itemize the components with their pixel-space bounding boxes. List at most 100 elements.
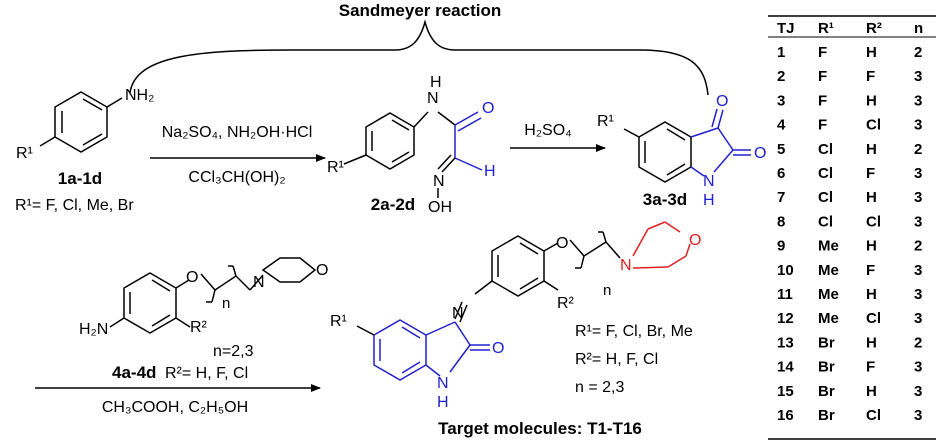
target-r1-list: R¹= F, Cl, Br, Me [575, 323, 693, 340]
table-cell-n: 3 [914, 92, 922, 109]
table-cell-r2: Cl [866, 117, 881, 134]
table-header-r2: R² [866, 20, 882, 37]
compound-1-r1: R¹ [16, 145, 33, 162]
table-cell-n: 3 [914, 213, 922, 230]
compound-3-structure [623, 108, 751, 183]
table-cell-r1: Cl [818, 141, 833, 158]
compound-4-label: 4a-4d [112, 363, 156, 382]
compound-4-ether-o: O [186, 269, 198, 286]
table-cell-r1: Cl [818, 213, 833, 230]
target-ether-o: O [556, 235, 568, 252]
table-cell-r2: H [866, 92, 877, 109]
compound-2-r1: R¹ [327, 159, 344, 176]
table-cell-r2: F [866, 262, 875, 279]
compound-4-morpholine-o: O [316, 262, 328, 279]
target-r2: R² [557, 295, 575, 312]
compound-2-oxime-n: N [433, 173, 445, 190]
table-cell-r2: H [866, 286, 877, 303]
table-cell-n: 3 [914, 189, 922, 206]
compound-2-structure [343, 111, 483, 198]
table-cell-r1: Br [818, 359, 835, 376]
table-cell-r2: H [866, 238, 877, 255]
compound-4-h2n: H₂N [79, 321, 108, 338]
table-cell-n: 2 [914, 44, 922, 61]
table-cell-n: 3 [914, 68, 922, 85]
table-header-tj: TJ [777, 20, 795, 37]
table-cell-r1: Cl [818, 165, 833, 182]
target-imine-n: N [452, 305, 464, 322]
compound-4-r2-list: R²= H, F, Cl [165, 365, 248, 382]
table-cell-r2: F [866, 165, 875, 182]
compound-4-r2: R² [190, 319, 208, 336]
table-cell-n: 3 [914, 165, 922, 182]
table-cell-n: 2 [914, 141, 922, 158]
table-cell-r2: H [866, 141, 877, 158]
compound-3-label: 3a-3d [643, 190, 687, 209]
compound-2-carbonyl-o: O [482, 100, 494, 117]
table-cell-tj: 3 [777, 92, 785, 109]
table-cell-tj: 2 [777, 68, 785, 85]
table-cell-r1: Cl [818, 189, 833, 206]
table-cell-r2: H [866, 44, 877, 61]
compound-4-n-subscript: n [222, 295, 230, 312]
compound-1-nh2: NH₂ [125, 87, 154, 104]
table-cell-r2: Cl [866, 213, 881, 230]
step-1-reagents: Na₂SO₄, NH₂OH·HCl [162, 124, 313, 141]
table-header-n: n [914, 20, 923, 37]
compound-4-n-values: n=2,3 [213, 343, 254, 360]
table-cell-n: 3 [914, 310, 922, 327]
table-cell-r2: Cl [866, 407, 881, 424]
target-r1: R¹ [330, 313, 347, 330]
target-carbonyl-o: O [492, 340, 504, 357]
compound-4-structure [109, 257, 317, 334]
table-cell-r1: F [818, 117, 827, 134]
step-2-reagent: H₂SO₄ [524, 122, 571, 139]
compound-1-label: 1a-1d [58, 169, 102, 188]
compound-2-h: H [484, 163, 496, 180]
table-cell-r2: Cl [866, 310, 881, 327]
compound-1-structure [39, 91, 123, 153]
table-cell-tj: 12 [777, 310, 794, 327]
table-cell-r1: Me [818, 286, 839, 303]
target-nh-h: H [437, 394, 449, 411]
table-cell-tj: 13 [777, 334, 794, 351]
target-structure [356, 221, 691, 381]
table-cell-r2: F [866, 68, 875, 85]
table-cell-n: 2 [914, 238, 922, 255]
table-header-r1: R¹ [818, 20, 834, 37]
compound-4-morpholine-n: N [253, 274, 265, 291]
table-cell-r2: H [866, 383, 877, 400]
table-cell-tj: 14 [777, 359, 794, 376]
target-r2-list: R²= H, F, Cl [575, 351, 658, 368]
target-label: Target molecules: T1-T16 [438, 419, 642, 438]
table-cell-n: 2 [914, 334, 922, 351]
table-cell-tj: 8 [777, 213, 785, 230]
compound-2-nh-h: H [430, 74, 442, 91]
table-cell-tj: 10 [777, 262, 794, 279]
table-cell-r1: F [818, 68, 827, 85]
target-morpholine-n: N [620, 257, 632, 274]
compound-3-nh-h: H [703, 192, 715, 209]
compound-2-label: 2a-2d [371, 195, 415, 214]
table-cell-n: 3 [914, 359, 922, 376]
compound-2-oh: OH [428, 199, 452, 216]
table-cell-r1: Br [818, 407, 835, 424]
table-cell-tj: 6 [777, 165, 785, 182]
target-morpholine-o: O [689, 232, 701, 249]
sandmeyer-brace [129, 19, 709, 96]
target-n-list: n = 2,3 [575, 379, 624, 396]
sandmeyer-title: Sandmeyer reaction [339, 1, 502, 20]
table-cell-r1: Me [818, 310, 839, 327]
table-cell-tj: 4 [777, 117, 786, 134]
step-1-solvent: CCl₃CH(OH)₂ [188, 169, 285, 186]
table-cell-tj: 15 [777, 383, 794, 400]
table-cell-tj: 5 [777, 141, 785, 158]
table-cell-tj: 7 [777, 189, 785, 206]
table-cell-r2: F [866, 359, 875, 376]
table-cell-r1: Br [818, 334, 835, 351]
compound-3-o-right: O [754, 145, 766, 162]
table-cell-n: 3 [914, 262, 922, 279]
table-cell-n: 3 [914, 407, 922, 424]
